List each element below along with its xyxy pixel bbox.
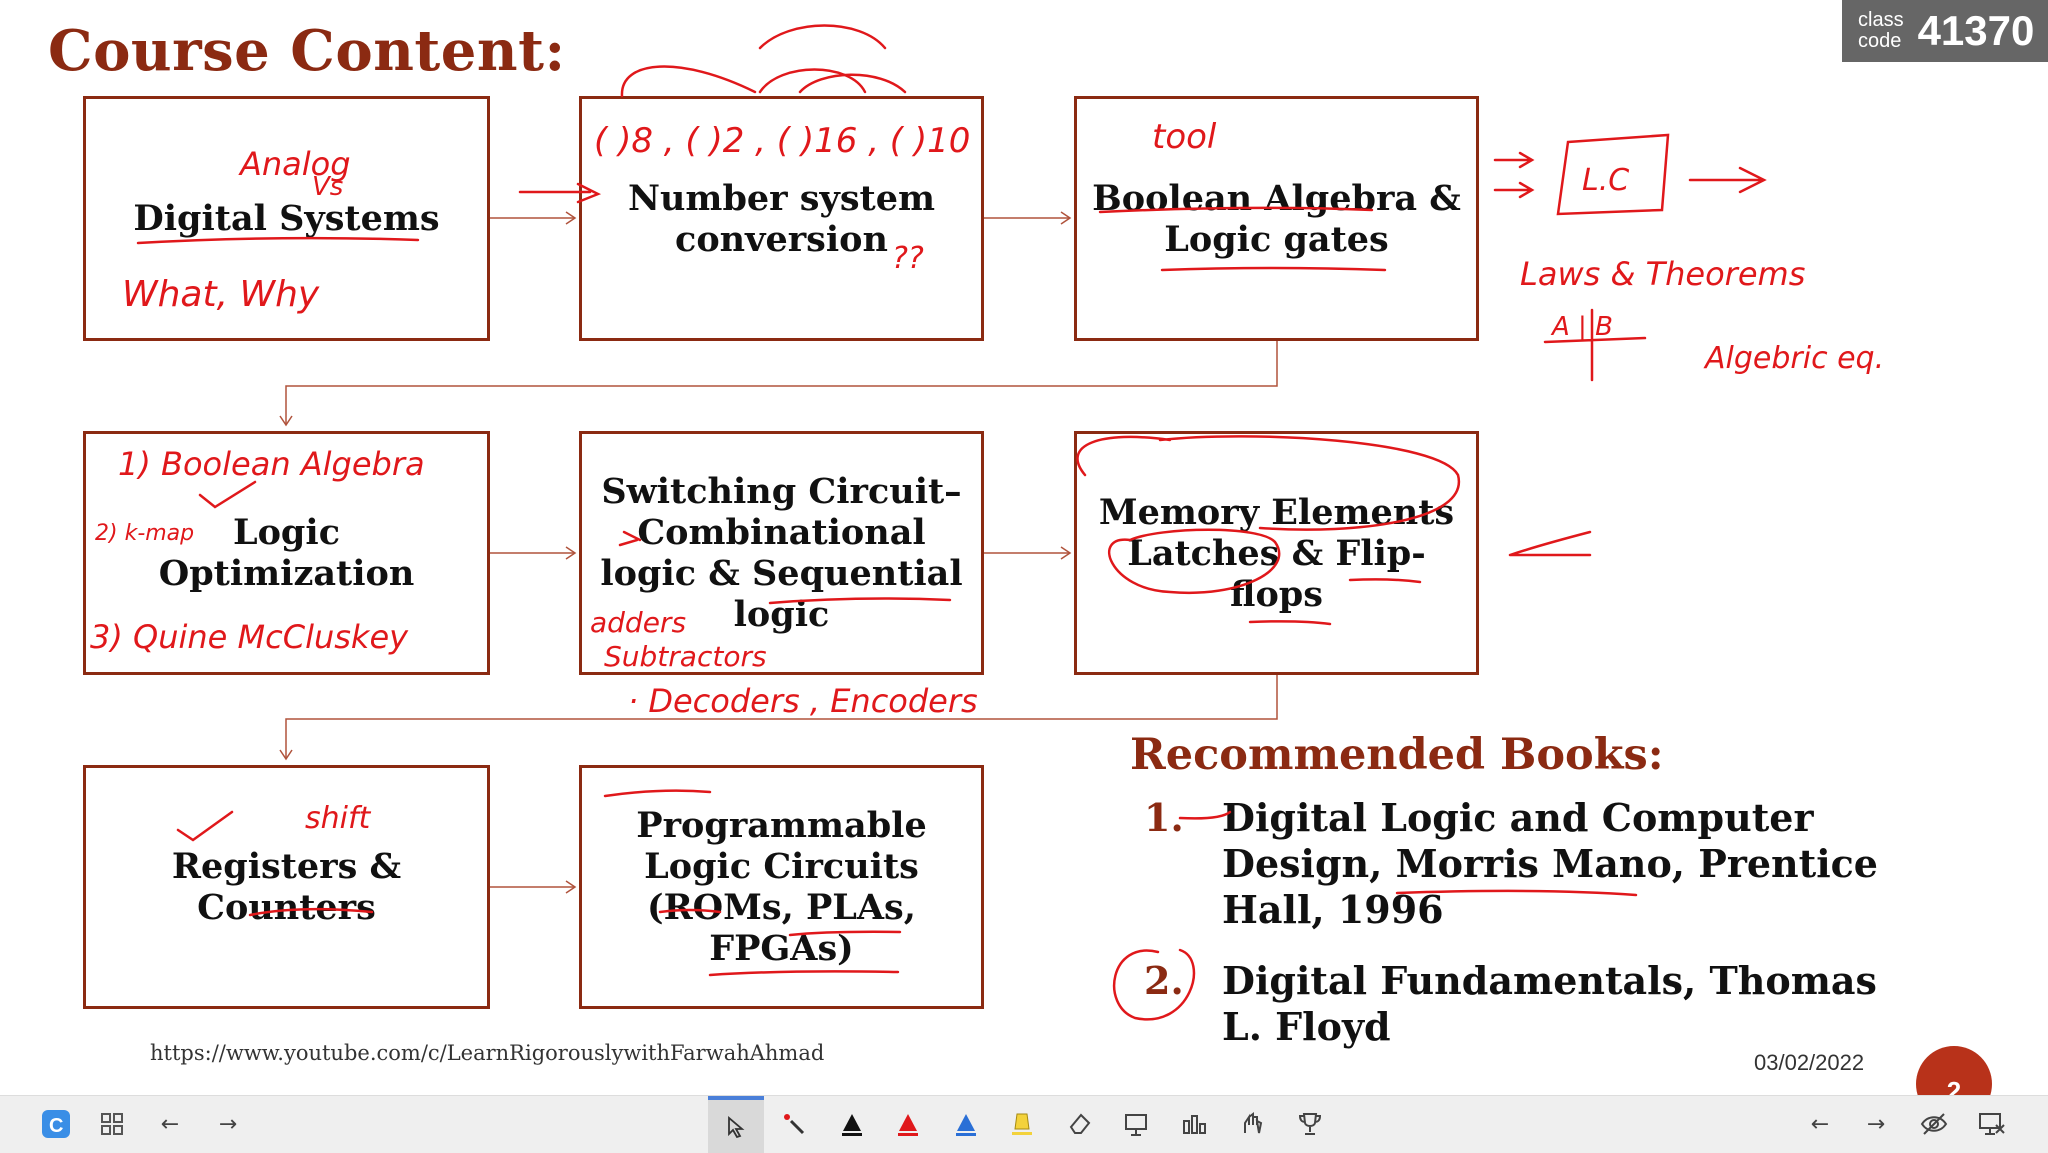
prev-slide-icon[interactable]: ← [1810, 1111, 1830, 1137]
box-number-system: Number system conversion [579, 96, 984, 341]
class-code-label: class code [1858, 9, 1904, 52]
laser-pen-icon[interactable] [774, 1104, 814, 1144]
box-label: Boolean Algebra & Logic gates [1092, 177, 1461, 260]
pen-black-icon[interactable] [832, 1104, 872, 1144]
recommended-books-title: Recommended Books: [1130, 730, 1664, 780]
hand-icon[interactable] [1232, 1104, 1272, 1144]
ink-bases: ( )8 , ( )2 , ( )16 , ( )10 [594, 121, 970, 161]
back-arrow-icon[interactable]: ← [160, 1111, 180, 1137]
pointer-icon[interactable] [708, 1096, 764, 1153]
ink-shift: shift [305, 801, 372, 836]
ink-analog: Analog [238, 145, 351, 183]
box-programmable-logic: Programmable Logic Circuits (ROMs, PLAs,… [579, 765, 984, 1009]
ink-algebric: Algebric eq. [1703, 341, 1884, 376]
ink-subtractors: Subtractors [604, 640, 767, 673]
hide-icon[interactable] [1914, 1104, 1954, 1144]
highlighter-icon[interactable] [1002, 1104, 1042, 1144]
ink-lc: L.C [1582, 163, 1629, 198]
chart-icon[interactable] [1174, 1104, 1214, 1144]
exit-presentation-icon[interactable] [1972, 1104, 2012, 1144]
ink-decoders: · Decoders , Encoders [628, 682, 978, 720]
class-code-value: 41370 [1917, 7, 2035, 54]
box-registers: Registers & Counters [83, 765, 490, 1009]
box-logic-optimization: Logic Optimization [83, 431, 490, 675]
ink-what-why: What, Why [122, 274, 320, 315]
book-item: 1. Digital Logic and Computer Design, Mo… [1130, 795, 1910, 935]
book-item: 2. Digital Fundamentals, Thomas L. Floyd [1130, 958, 1910, 1058]
slide: Course Content: Digital Systems Number s… [48, 18, 1910, 1075]
ink-adders: adders [590, 606, 686, 639]
app-icon[interactable]: C [36, 1104, 76, 1144]
next-slide-icon[interactable]: → [1866, 1111, 1886, 1137]
box-memory-elements: Memory Elements Latches & Flip- flops [1074, 431, 1479, 675]
ink-ab: A | B [1550, 312, 1613, 342]
box-label: Number system conversion [627, 177, 936, 260]
box-label: Logic Optimization [158, 512, 415, 594]
channel-url: https://www.youtube.com/c/LearnRigorousl… [150, 1041, 825, 1065]
box-label: Digital Systems [133, 198, 440, 239]
ink-boolean: 1) Boolean Algebra [118, 445, 425, 483]
box-switching-circuit: Switching Circuit– Combinational logic &… [579, 431, 984, 675]
whiteboard-icon[interactable] [1116, 1104, 1156, 1144]
trophy-icon[interactable] [1290, 1104, 1330, 1144]
box-label: Registers & Counters [171, 846, 402, 928]
class-code-badge: class code 41370 [1842, 0, 2048, 62]
pen-red-icon[interactable] [888, 1104, 928, 1144]
pen-blue-icon[interactable] [946, 1104, 986, 1144]
book-number: 1. [1144, 795, 1184, 840]
book-number: 2. [1144, 958, 1184, 1003]
slide-date: 03/02/2022 [1754, 1050, 1865, 1075]
forward-arrow-icon[interactable]: → [218, 1111, 238, 1137]
box-label: Programmable Logic Circuits (ROMs, PLAs,… [636, 805, 927, 969]
box-digital-systems: Digital Systems [83, 96, 490, 341]
box-boolean-algebra: Boolean Algebra & Logic gates [1074, 96, 1479, 341]
eraser-icon[interactable] [1060, 1104, 1100, 1144]
slide-title: Course Content: [48, 18, 566, 84]
ink-tool: tool [1152, 117, 1217, 157]
svg-text:C: C [49, 1115, 63, 1137]
ink-laws: Laws & Theorems [1520, 255, 1805, 293]
ink-question: ?? [892, 241, 924, 276]
grid-icon[interactable] [92, 1104, 132, 1144]
presentation-toolbar: C ← → ← → [0, 1095, 2048, 1153]
box-label: Memory Elements Latches & Flip- flops [1098, 491, 1455, 615]
ink-quine: 3) Quine McCluskey [90, 618, 409, 656]
book-text: Digital Logic and Computer Design, Morri… [1222, 795, 1878, 932]
box-label: Switching Circuit– Combinational logic &… [600, 471, 963, 635]
book-text: Digital Fundamentals, Thomas L. Floyd [1222, 958, 1877, 1049]
ink-and-connectors: Analog Vs What, Why ( )8 , ( )2 , ( )16 … [90, 24, 1884, 1021]
ink-kmap: 2) k-map [95, 521, 194, 546]
ink-vs: Vs [312, 172, 343, 202]
